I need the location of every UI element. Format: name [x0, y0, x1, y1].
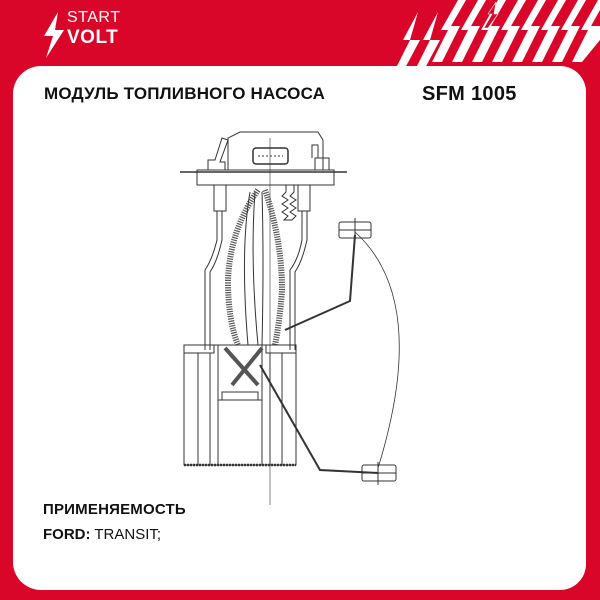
applicability-item: FORD: TRANSIT; — [43, 526, 161, 543]
brand-line2: VOLT — [67, 27, 119, 48]
brand-line1: START — [67, 9, 121, 26]
startvolt-bolt-icon — [44, 12, 64, 58]
product-card — [13, 66, 586, 590]
lightning-pattern-decoration — [395, 0, 600, 70]
applicability-heading: ПРИМЕНЯЕМОСТЬ — [43, 501, 186, 518]
brand-logo: START VOLT — [67, 9, 121, 48]
vehicle-brand: FORD: — [43, 526, 91, 543]
product-title: МОДУЛЬ ТОПЛИВНОГО НАСОСА — [44, 84, 326, 103]
fuel-pump-module-drawing — [180, 131, 400, 505]
vehicle-models: TRANSIT; — [90, 526, 162, 543]
part-number: SFM 1005 — [422, 83, 517, 105]
